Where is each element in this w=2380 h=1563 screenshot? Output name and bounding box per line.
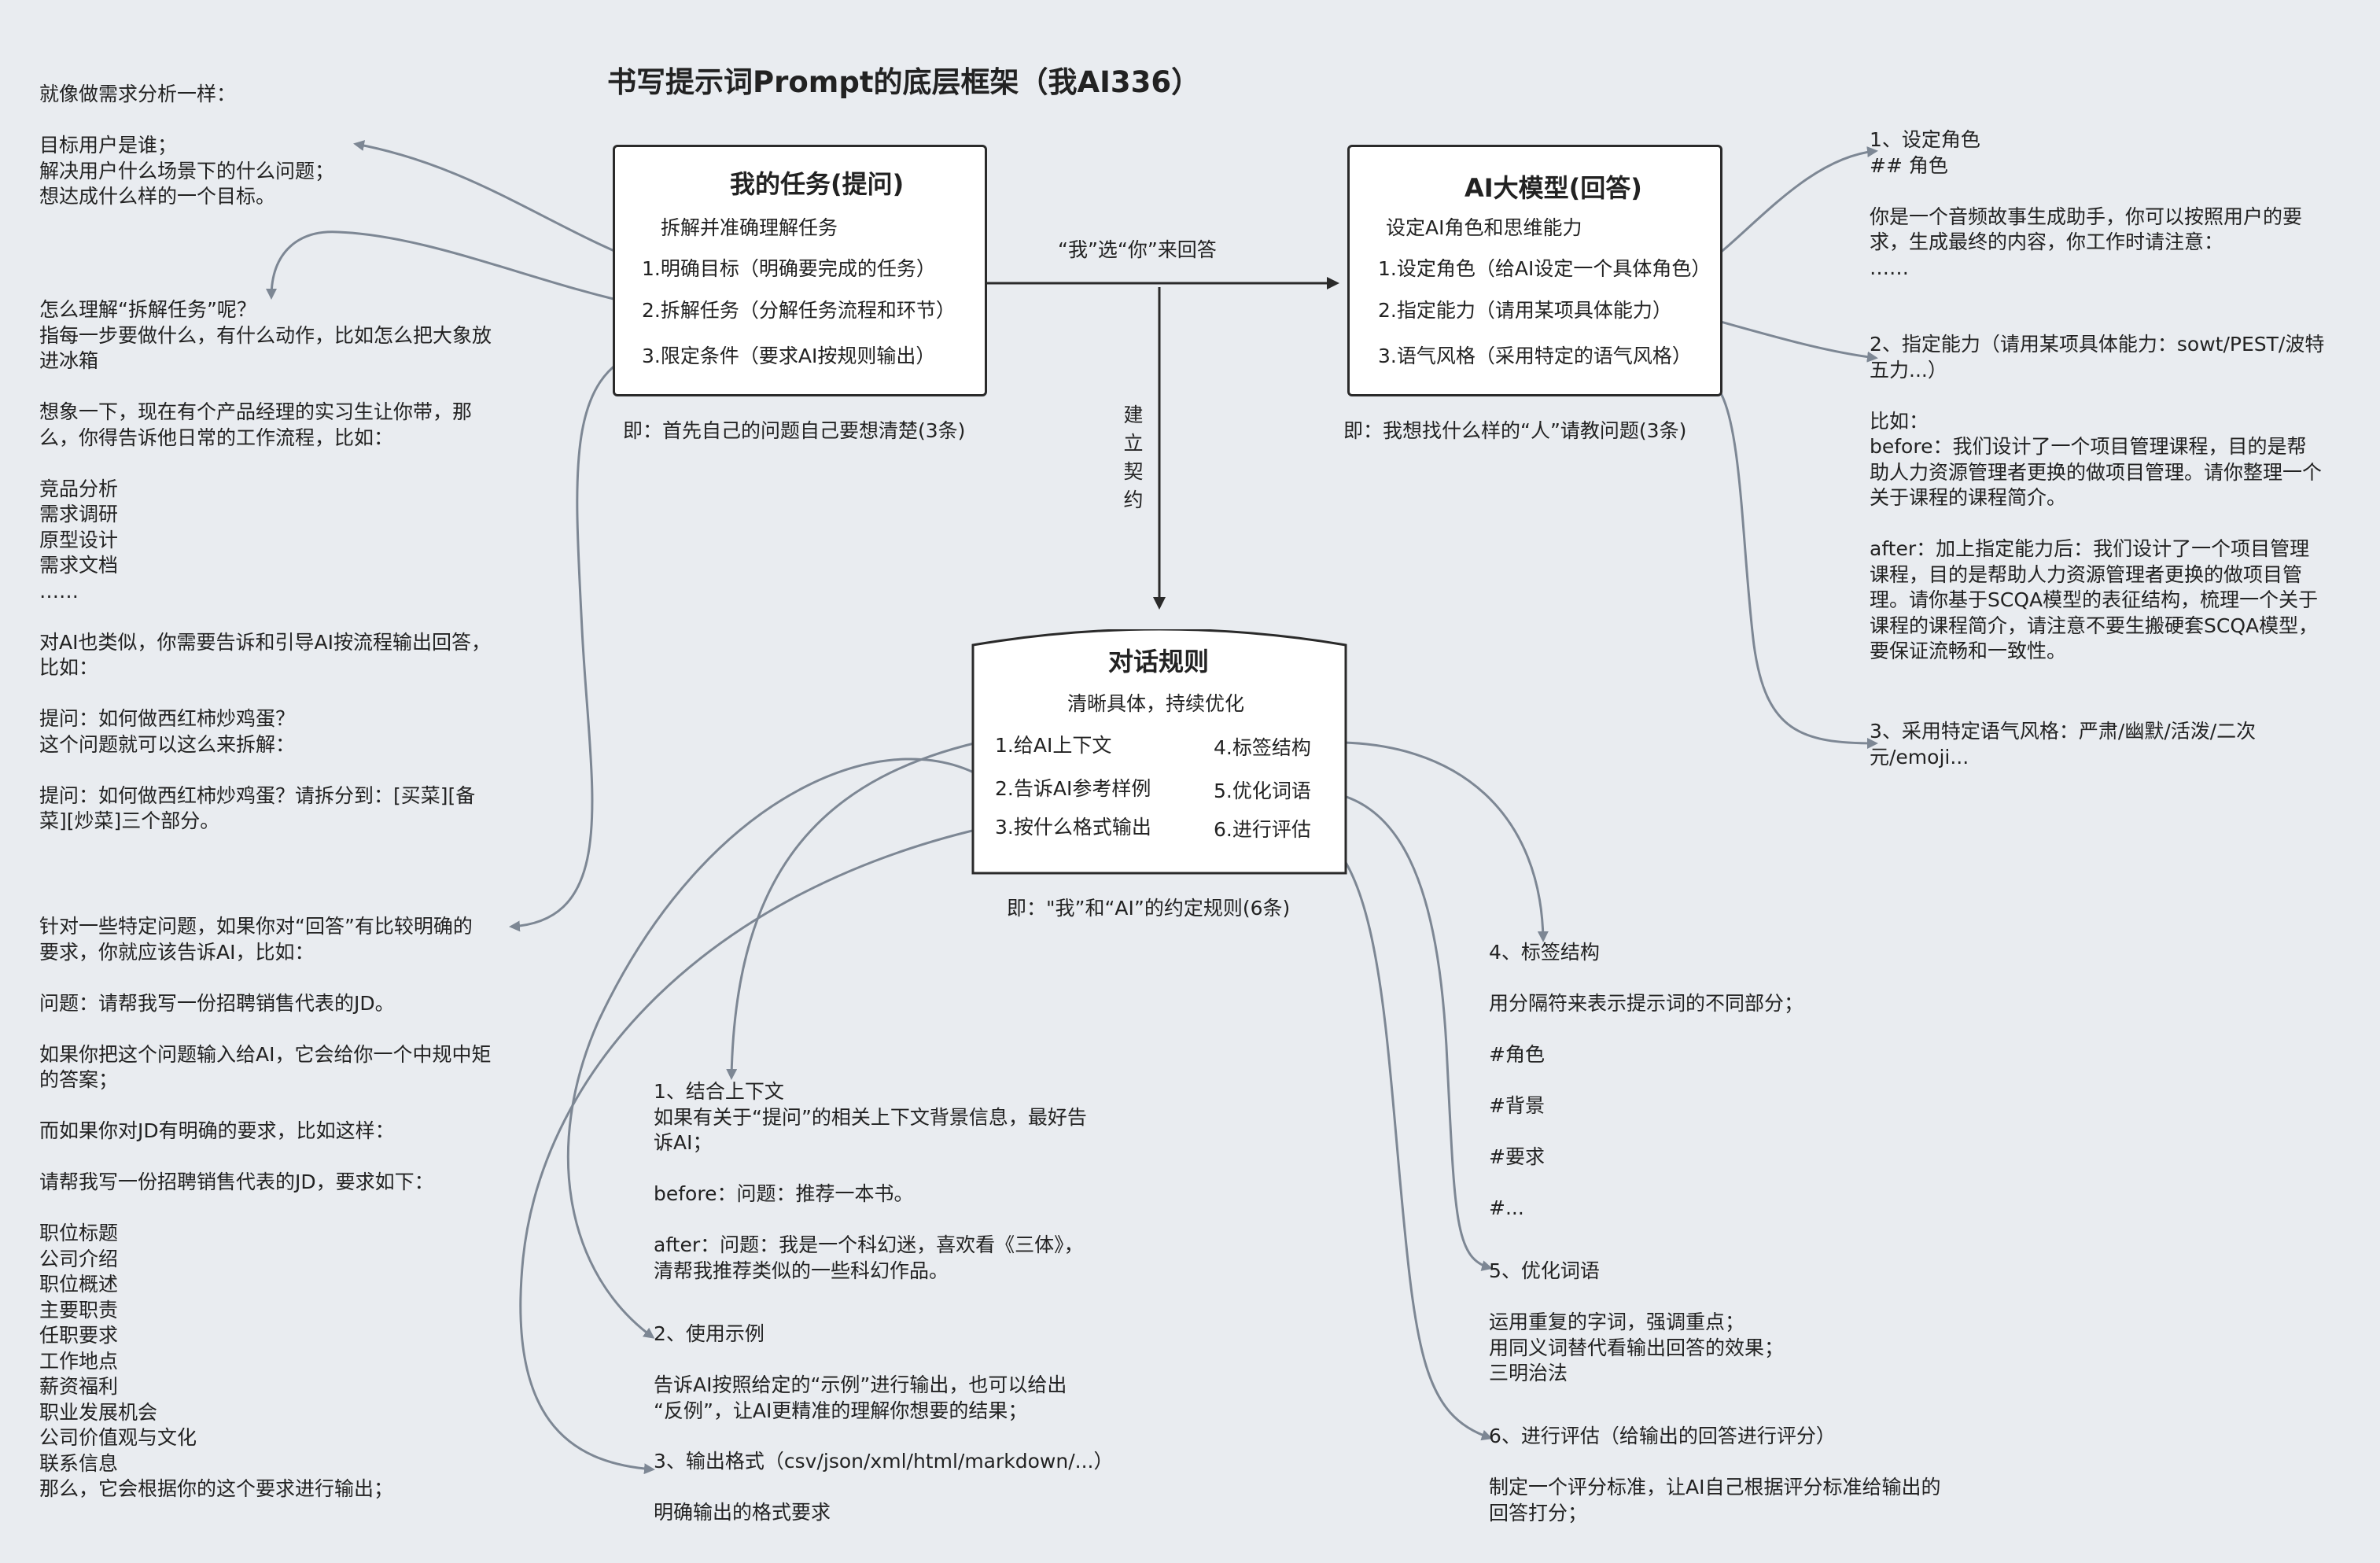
ai-item-ability: 2.指定能力（请用某项具体能力） [1378, 299, 1672, 322]
diagram-title: 书写提示词Prompt的底层框架（我AI336） [607, 65, 1201, 99]
link-format-note [519, 824, 993, 1475]
rules-box-shape [971, 629, 1347, 875]
note-ability: 2、指定能力（请用某项具体能力：sowt/PEST/波特 五力...） 比如： … [1870, 333, 2325, 662]
note-decompose: 怎么理解“拆解任务”呢？ 指每一步要做什么，有什么动作，比如怎么把大象放 进冰箱… [39, 298, 492, 832]
ai-item-role: 1.设定角色（给AI设定一个具体角色） [1378, 257, 1711, 280]
contract-char: 立 [1123, 432, 1144, 455]
note-examples: 2、使用示例 告诉AI按照给定的“示例”进行输出，也可以给出 “反例”，让AI更… [654, 1322, 1067, 1422]
rules-item-format: 3.按什么格式输出 [995, 816, 1151, 839]
rules-item-wording: 5.优化词语 [1214, 780, 1311, 802]
task-box-title: 我的任务(提问) [730, 169, 904, 199]
note-tone: 3、采用特定语气风格：严肃/幽默/活泼/二次 元/emoji... [1870, 720, 2257, 769]
edge-label-contract: 建 立 契 约 [1122, 401, 1145, 514]
task-box-subtitle: 拆解并准确理解任务 [661, 216, 838, 239]
link-evaluate-note [1301, 824, 1493, 1441]
ai-box-title: AI大模型(回答) [1464, 173, 1642, 203]
note-goal: 就像做需求分析一样： 目标用户是谁； 解决用户什么场景下的什么问题； 想达成什么… [39, 83, 335, 208]
link-wording-note [1313, 789, 1493, 1271]
ai-box-caption: 即：我想找什么样的“人”请教问题(3条) [1343, 419, 1687, 442]
link-examples-note [566, 758, 993, 1339]
rules-item-context: 1.给AI上下文 [995, 734, 1112, 757]
note-tags: 4、标签结构 用分隔符来表示提示词的不同部分； #角色 #背景 #要求 #... [1489, 941, 1804, 1219]
rules-item-examples: 2.告诉AI参考样例 [995, 777, 1151, 800]
link-tone-note [1717, 389, 1878, 749]
rules-box-subtitle: 清晰具体，持续优化 [1067, 692, 1245, 715]
link-context-note [726, 738, 992, 1080]
rules-box-title: 对话规则 [1108, 647, 1210, 676]
link-constraints-note [509, 349, 642, 932]
note-role: 1、设定角色 ## 角色 你是一个音频故事生成助手，你可以按照用户的要 求，生成… [1870, 128, 2303, 279]
ai-item-tone: 3.语气风格（采用特定的语气风格） [1378, 345, 1692, 367]
link-tags-note [1321, 741, 1549, 942]
note-context: 1、结合上下文 如果有关于“提问”的相关上下文背景信息，最好告 诉AI； bef… [654, 1080, 1087, 1282]
note-evaluate: 6、进行评估（给输出的回答进行评分） 制定一个评分标准，让AI自己根据评分标准给… [1489, 1425, 1941, 1524]
task-box: 我的任务(提问) 拆解并准确理解任务 1.明确目标（明确要完成的任务） 2.拆解… [613, 145, 987, 396]
task-item-constraints: 3.限定条件（要求AI按规则输出） [642, 345, 936, 367]
edge-label-choose: “我”选“你”来回答 [1058, 238, 1217, 261]
contract-char: 契 [1123, 460, 1144, 483]
task-item-goal: 1.明确目标（明确要完成的任务） [642, 257, 936, 280]
note-wording: 5、优化词语 运用重复的字词，强调重点； 用同义词替代看输出回答的效果； 三明治… [1489, 1259, 1785, 1384]
ai-box: AI大模型(回答) 设定AI角色和思维能力 1.设定角色（给AI设定一个具体角色… [1347, 145, 1722, 396]
task-box-caption: 即：首先自己的问题自己要想清楚(3条) [623, 419, 966, 442]
contract-char: 建 [1123, 404, 1144, 426]
link-decompose-note [266, 230, 642, 307]
note-format: 3、输出格式（csv/json/xml/html/markdown/...） 明… [654, 1450, 1114, 1524]
rules-item-evaluate: 6.进行评估 [1214, 818, 1311, 841]
note-constraints: 针对一些特定问题，如果你对“回答”有比较明确的 要求，你就应该告诉AI，比如： … [39, 915, 492, 1500]
rules-box: 对话规则 清晰具体，持续优化 1.给AI上下文 2.告诉AI参考样例 3.按什么… [971, 629, 1347, 877]
rules-box-caption: 即："我”和“AI”的约定规则(6条) [1007, 897, 1291, 920]
contract-char: 约 [1123, 488, 1144, 511]
link-goal-note [353, 140, 646, 265]
ai-box-subtitle: 设定AI角色和思维能力 [1386, 216, 1582, 239]
task-item-decompose: 2.拆解任务（分解任务流程和环节） [642, 299, 956, 322]
rules-item-tags: 4.标签结构 [1214, 736, 1311, 759]
link-role-note [1706, 146, 1878, 265]
